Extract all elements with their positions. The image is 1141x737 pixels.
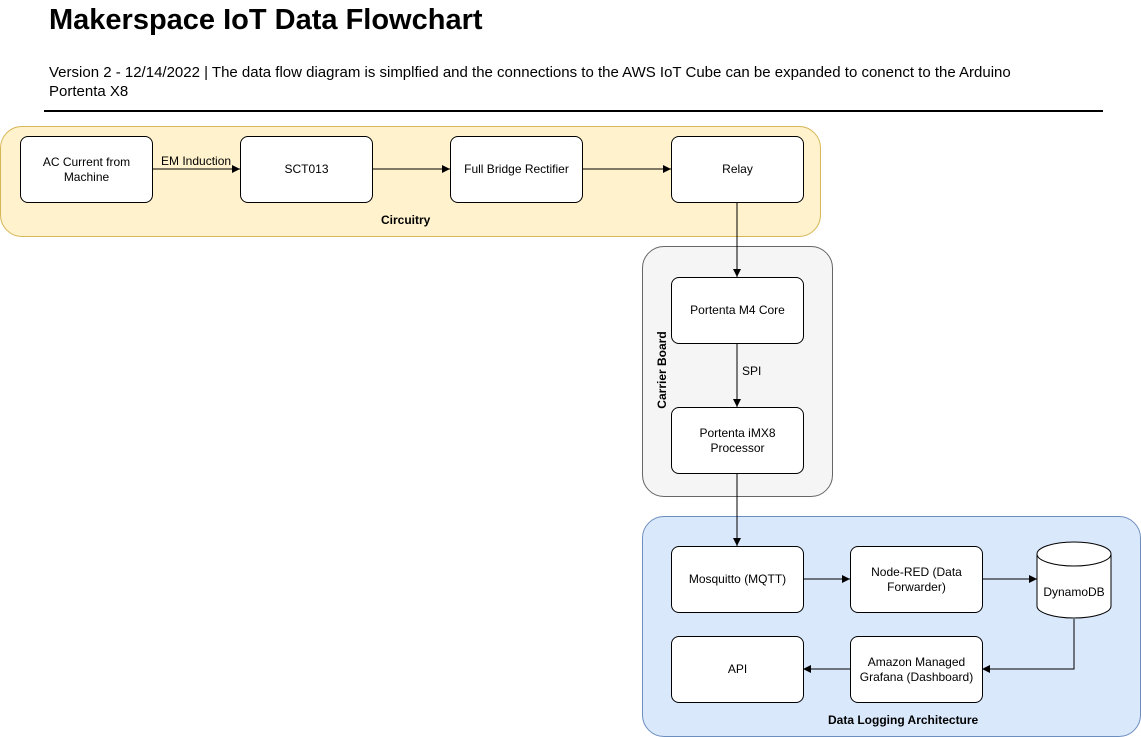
edge-label-spi: SPI bbox=[742, 364, 762, 378]
node-relay[interactable]: Relay bbox=[671, 136, 804, 203]
node-portenta-imx8[interactable]: Portenta iMX8 Processor bbox=[671, 407, 804, 474]
title-divider bbox=[44, 110, 1103, 112]
diagram-title: Makerspace IoT Data Flowchart bbox=[49, 4, 483, 36]
carrier-board-group-label: Carrier Board bbox=[655, 331, 669, 409]
node-api[interactable]: API bbox=[671, 636, 804, 703]
diagram-subtitle: Version 2 - 12/14/2022 | The data flow d… bbox=[49, 64, 1011, 100]
node-dynamodb-label: DynamoDB bbox=[1043, 585, 1105, 599]
edge-label-em-induction: EM Induction bbox=[161, 154, 232, 168]
node-node-red[interactable]: Node-RED (Data Forwarder) bbox=[850, 546, 983, 613]
circuitry-group-label: Circuitry bbox=[381, 213, 431, 227]
data-logging-group-label: Data Logging Architecture bbox=[828, 713, 979, 727]
node-grafana[interactable]: Amazon Managed Grafana (Dashboard) bbox=[850, 636, 983, 703]
node-ac-current[interactable]: AC Current from Machine bbox=[20, 136, 153, 203]
node-sct013[interactable]: SCT013 bbox=[240, 136, 373, 203]
node-full-bridge-rectifier[interactable]: Full Bridge Rectifier bbox=[450, 136, 583, 203]
node-mosquitto[interactable]: Mosquitto (MQTT) bbox=[671, 546, 804, 613]
node-portenta-m4-core[interactable]: Portenta M4 Core bbox=[671, 277, 804, 344]
